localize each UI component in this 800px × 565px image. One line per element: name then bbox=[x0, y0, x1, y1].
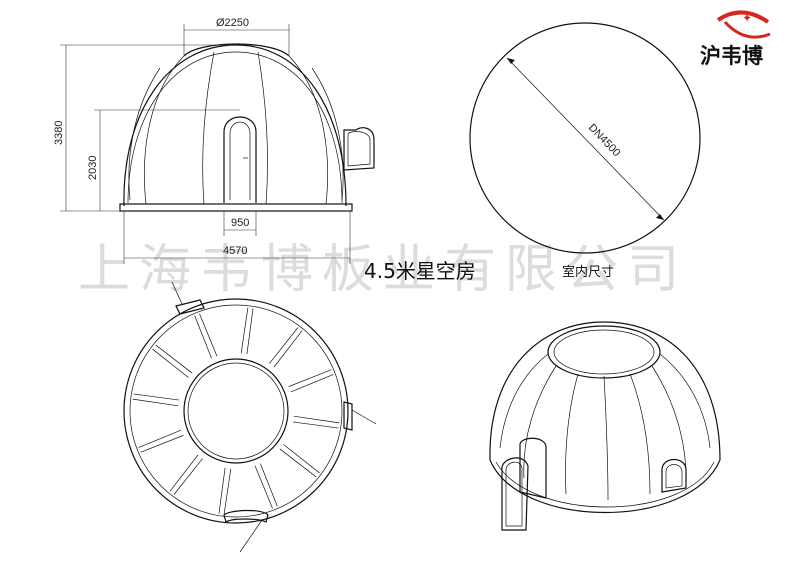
plan-rib bbox=[254, 465, 273, 509]
dim-total-height: 3380 bbox=[53, 121, 65, 145]
dim-door-height: 2030 bbox=[87, 156, 99, 180]
plan-rib bbox=[194, 315, 212, 359]
plan-rib bbox=[132, 398, 179, 407]
plan-rib bbox=[260, 463, 278, 507]
plan-rib bbox=[152, 348, 189, 378]
company-logo: ✦ 沪韦博 bbox=[700, 10, 771, 68]
plan-rib bbox=[199, 313, 218, 357]
plan-rib bbox=[173, 458, 203, 495]
plan-rib bbox=[288, 369, 332, 387]
drawing-title: 4.5米星空房 bbox=[364, 259, 476, 283]
plan-rib bbox=[293, 415, 340, 424]
plan-rib bbox=[283, 444, 320, 474]
plan-rib bbox=[218, 467, 226, 514]
plan-rib bbox=[223, 468, 232, 515]
front-elevation: Ø2250 3380 2030 950 4570 bbox=[53, 17, 375, 264]
plan-rib bbox=[269, 327, 299, 364]
plan-rib bbox=[133, 393, 180, 401]
plan-rib bbox=[140, 435, 184, 453]
perspective-view bbox=[489, 321, 721, 531]
dim-door-width: 950 bbox=[231, 217, 249, 229]
top-plan-view bbox=[123, 281, 377, 553]
plan-rib bbox=[155, 344, 193, 374]
drawing-subtitle: 室内尺寸 bbox=[562, 264, 614, 280]
plan-rib bbox=[169, 454, 199, 492]
plan-rib bbox=[246, 308, 254, 355]
dim-base-width: 4570 bbox=[223, 245, 247, 257]
plan-rib bbox=[290, 374, 334, 393]
plan-rib bbox=[273, 330, 303, 368]
plan-rib bbox=[240, 307, 249, 354]
dim-diameter: DN4500 bbox=[586, 122, 623, 159]
logo-text: 沪韦博 bbox=[700, 44, 763, 68]
plan-rib bbox=[138, 429, 182, 448]
dim-top-width: Ø2250 bbox=[216, 17, 249, 29]
plan-rib bbox=[292, 421, 339, 429]
watermark: 上海韦博板业有限公司 bbox=[78, 240, 688, 300]
logo-swoosh-icon bbox=[716, 10, 770, 24]
plan-rib bbox=[279, 448, 317, 478]
logo-star-icon: ✦ bbox=[742, 11, 752, 25]
interior-plan-circle: DN4500 bbox=[469, 22, 701, 254]
